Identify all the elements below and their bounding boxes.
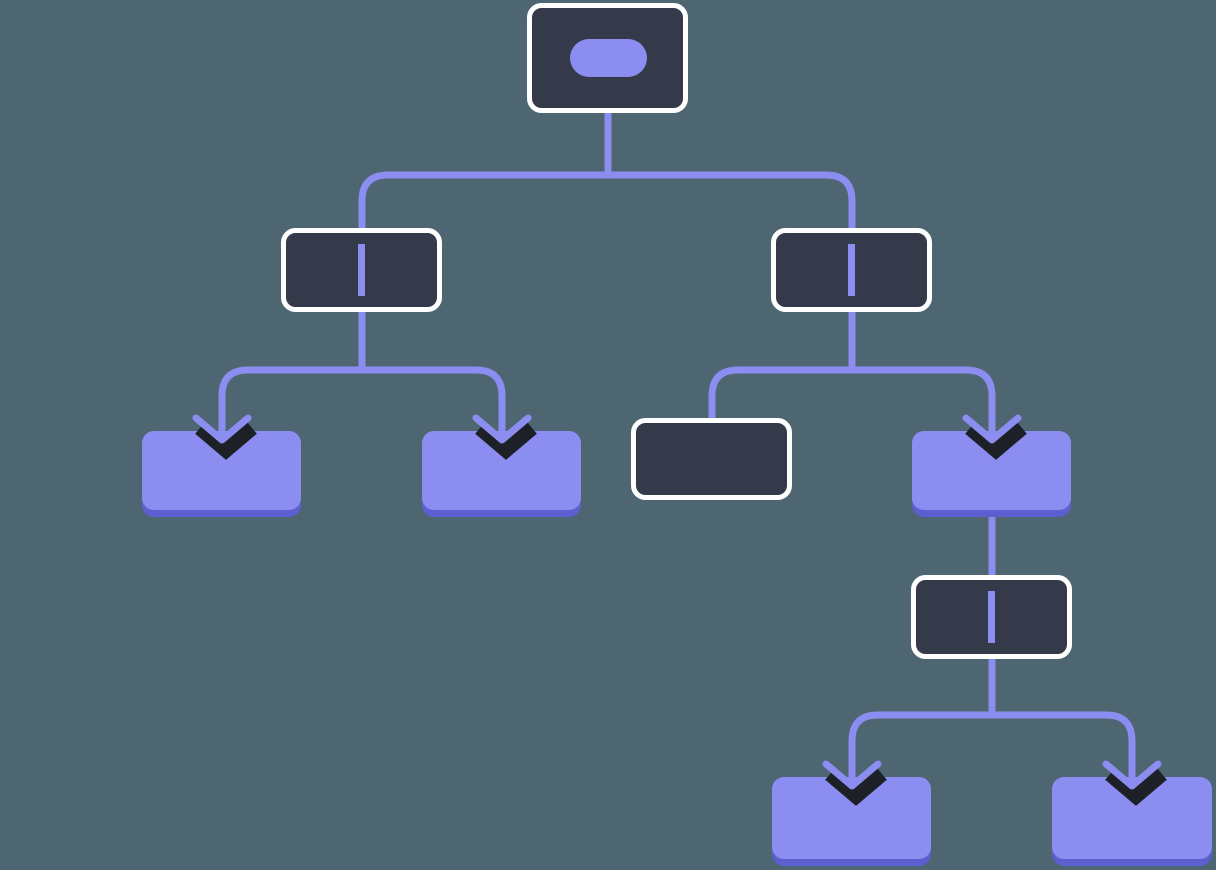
- arrowhead-left-to-leaf-a: [192, 414, 257, 460]
- node-body: [772, 777, 931, 859]
- arrowhead-tip: [472, 414, 532, 444]
- arrowhead-tip: [822, 760, 882, 790]
- node-leaf-c-dark[interactable]: [631, 418, 792, 500]
- edge-subbranch-to-leaf-e: [988, 711, 1136, 790]
- edge-left-to-leaf-b: [358, 366, 506, 444]
- arrowhead-tip: [962, 414, 1022, 444]
- node-body: [142, 431, 301, 510]
- arrowheads-layer: [192, 414, 1167, 806]
- arrowhead-shadow: [825, 768, 887, 806]
- node-body: [631, 418, 792, 500]
- node-branch-right-child[interactable]: [912, 431, 1071, 517]
- arrowhead-shadow: [475, 422, 537, 460]
- arrowhead-left-to-leaf-b: [472, 414, 537, 460]
- edge-right-to-leaf-c: [708, 308, 856, 422]
- node-leaf-b[interactable]: [422, 431, 581, 517]
- node-body: [1052, 777, 1212, 859]
- node-branch-left[interactable]: [281, 228, 442, 312]
- arrowhead-subbranch-to-leaf-d: [822, 760, 887, 806]
- arrowhead-shadow: [195, 422, 257, 460]
- arrowhead-right-to-child: [962, 414, 1027, 460]
- edge-right-to-child: [848, 366, 996, 444]
- node-branch-right[interactable]: [771, 228, 932, 312]
- node-leaf-a[interactable]: [142, 431, 301, 517]
- edge-split-1-left: [358, 171, 612, 316]
- arrowhead-tip: [192, 414, 252, 444]
- arrowhead-shadow: [1105, 768, 1167, 806]
- node-body: [422, 431, 581, 510]
- edge-subbranch-to-leaf-d: [848, 655, 996, 790]
- edges-layer: [218, 109, 1136, 790]
- edge-left-to-leaf-a: [218, 308, 366, 444]
- node-leaf-d[interactable]: [772, 777, 931, 866]
- arrowhead-tip: [1102, 760, 1162, 790]
- node-root[interactable]: [527, 3, 688, 113]
- node-leaf-e[interactable]: [1052, 777, 1212, 866]
- node-pill-marker: [570, 39, 647, 77]
- node-sub-branch[interactable]: [911, 575, 1072, 659]
- arrowhead-subbranch-to-leaf-e: [1102, 760, 1167, 806]
- nodes-layer: [142, 3, 1212, 866]
- edge-split-1-right: [604, 171, 856, 316]
- node-body: [912, 431, 1071, 510]
- arrowhead-shadow: [965, 422, 1027, 460]
